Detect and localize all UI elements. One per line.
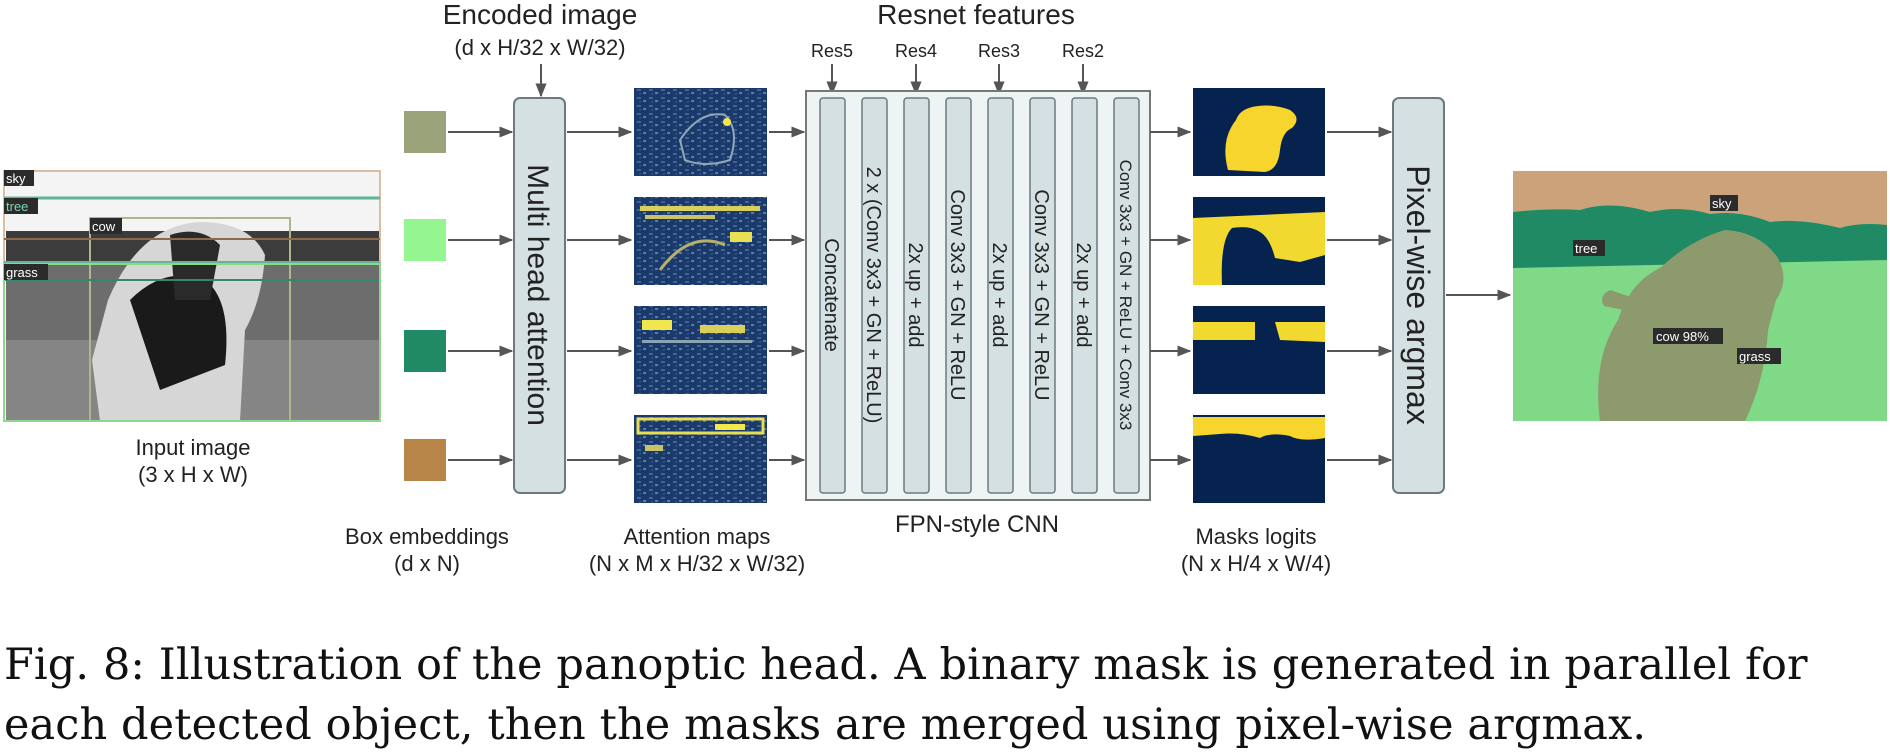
fpn-layer-7: 2x up + add: [1071, 97, 1098, 494]
multi-head-attention-label: Multi head attention: [521, 164, 554, 426]
fpn-out-arrows: [1150, 126, 1192, 466]
fpn-layer-1: Concatenate: [819, 97, 846, 494]
svg-text:cow: cow: [92, 219, 116, 234]
box-embeddings-label: Box embeddings: [345, 524, 509, 549]
attn-out-arrows: [769, 126, 806, 466]
output-tag-tree: tree: [1573, 240, 1605, 256]
svg-text:2x up + add: 2x up + add: [988, 242, 1010, 347]
pixel-wise-argmax-block: [1392, 97, 1445, 494]
svg-text:Concatenate: Concatenate: [820, 238, 842, 351]
pixel-wise-argmax-label: Pixel-wise argmax: [1400, 165, 1436, 425]
multi-head-attention-block: [513, 97, 566, 494]
fpn-layer-8: Conv 3x3 + GN + ReLU + Conv 3x3: [1113, 97, 1140, 494]
svg-text:Conv 3x3 + GN + ReLU: Conv 3x3 + GN + ReLU: [1030, 189, 1052, 400]
embedding-swatch-3: [404, 330, 446, 372]
encoded-image-label: Encoded image: [443, 0, 638, 30]
fpn-label: FPN-style CNN: [895, 511, 1059, 538]
svg-text:cow 98%: cow 98%: [1656, 329, 1709, 344]
svg-text:Conv 3x3 + GN + ReLU + Conv 3x: Conv 3x3 + GN + ReLU + Conv 3x3: [1116, 160, 1135, 431]
attention-map-1: [634, 88, 767, 176]
svg-text:2x up + add: 2x up + add: [904, 242, 926, 347]
attention-map-3: [634, 306, 767, 394]
attention-maps-dims: (N x M x H/32 x W/32): [589, 551, 805, 576]
res-arrows: [826, 64, 1089, 96]
masks-logits-label: Masks logits: [1195, 524, 1316, 549]
resnet-features-label: Resnet features: [877, 0, 1075, 30]
figure-caption: Fig. 8: Illustration of the panoptic hea…: [4, 640, 1808, 750]
res-label-res2: Res2: [1062, 41, 1104, 61]
output-tag-sky: sky: [1710, 195, 1738, 211]
box-embeddings-dims: (d x N): [394, 551, 460, 576]
res-label-res4: Res4: [895, 41, 937, 61]
svg-text:2 x (Conv 3x3 + GN + ReLU): 2 x (Conv 3x3 + GN + ReLU): [862, 167, 884, 424]
fpn-layer-2: 2 x (Conv 3x3 + GN + ReLU): [861, 97, 888, 494]
input-tag-sky: sky: [4, 170, 34, 186]
fpn-layer-5: 2x up + add: [987, 97, 1014, 494]
input-tag-cow: cow: [90, 218, 122, 234]
input-tag-tree: tree: [4, 198, 38, 214]
svg-text:sky: sky: [6, 171, 26, 186]
output-segmentation: [1513, 171, 1887, 421]
svg-text:grass: grass: [1739, 349, 1771, 364]
embedding-swatch-1: [404, 111, 446, 153]
attention-map-2: [634, 197, 767, 285]
fpn-container: [805, 90, 1151, 501]
svg-text:tree: tree: [6, 199, 28, 214]
attention-maps-label: Attention maps: [624, 524, 771, 549]
output-tag-cow: cow 98%: [1653, 328, 1723, 344]
fpn-layer-4: Conv 3x3 + GN + ReLU: [945, 97, 972, 494]
svg-text:sky: sky: [1712, 196, 1732, 211]
svg-text:2x up + add: 2x up + add: [1072, 242, 1094, 347]
fpn-layer-3: 2x up + add: [903, 97, 930, 494]
input-tag-grass: grass: [4, 264, 48, 280]
embedding-swatch-4: [404, 439, 446, 481]
embedding-swatch-2: [404, 219, 446, 261]
res-label-res5: Res5: [811, 41, 853, 61]
mask-logit-tree: [1193, 197, 1325, 285]
output-tag-grass: grass: [1737, 348, 1781, 364]
fpn-layer-6: Conv 3x3 + GN + ReLU: [1029, 97, 1056, 494]
mask-logit-sky: [1193, 306, 1325, 394]
res-label-res3: Res3: [978, 41, 1020, 61]
mha-out-arrows: [567, 126, 633, 466]
mask-logit-cow: [1193, 88, 1325, 176]
svg-text:tree: tree: [1575, 241, 1597, 256]
masks-logits-dims: (N x H/4 x W/4): [1181, 551, 1331, 576]
input-image-label: Input image: [136, 435, 251, 460]
box-embeddings: [404, 111, 446, 481]
embedding-arrows: [448, 126, 514, 466]
input-image: [3, 170, 381, 422]
svg-text:Conv 3x3 + GN + ReLU: Conv 3x3 + GN + ReLU: [946, 189, 968, 400]
encoded-image-dims: (d x H/32 x W/32): [454, 35, 625, 60]
attention-map-4: [634, 415, 767, 503]
mask-out-arrows: [1327, 126, 1393, 466]
input-image-dims: (3 x H x W): [138, 462, 248, 487]
mask-logit-grass: [1193, 415, 1325, 503]
svg-text:grass: grass: [6, 265, 38, 280]
